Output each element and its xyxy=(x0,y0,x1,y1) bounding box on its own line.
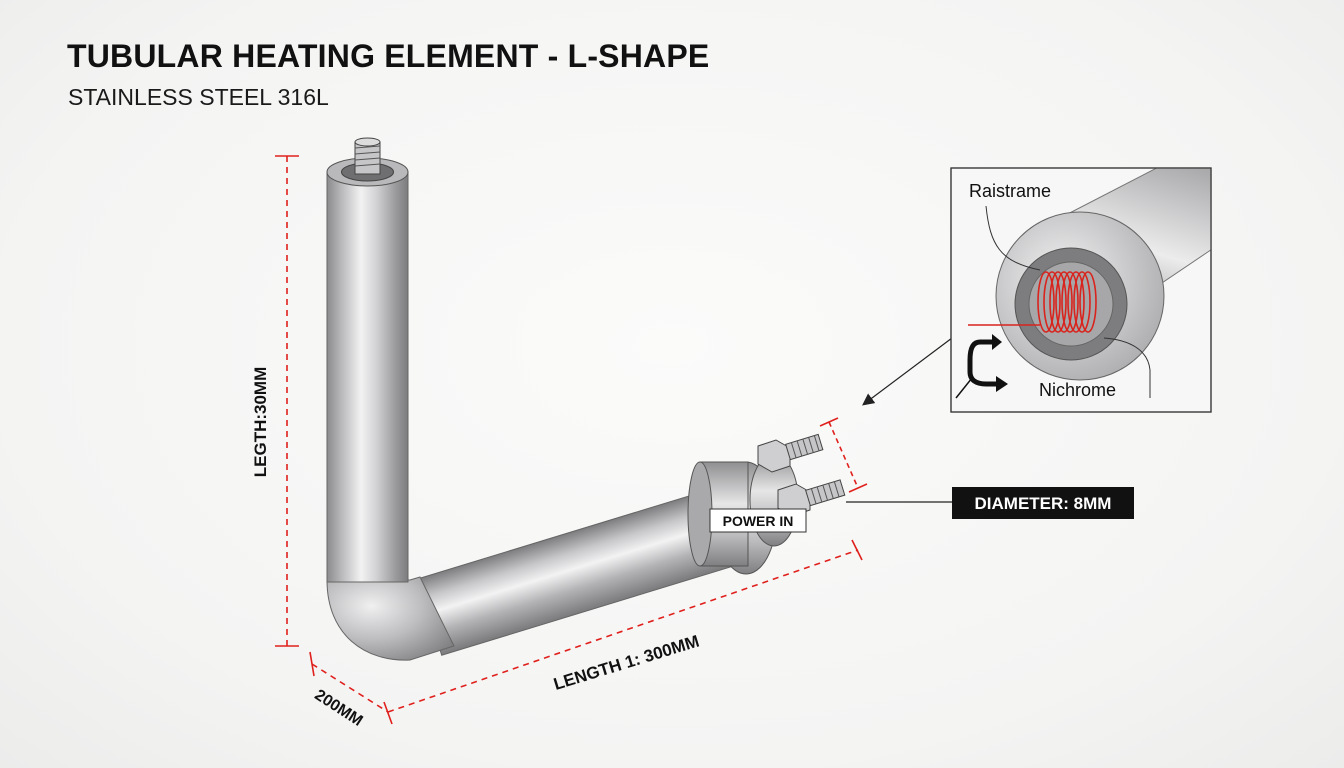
inset-coil-label: Nichrome xyxy=(1039,380,1116,400)
terminal-flange xyxy=(687,439,811,575)
vertical-dimension-line xyxy=(275,155,299,647)
inset-outer-label: Raistrame xyxy=(969,181,1051,201)
cross-section-inset: Raistrame Nichrome xyxy=(950,167,1212,413)
offset-dimension-line xyxy=(309,651,393,725)
return-arrow-icon xyxy=(955,334,1008,399)
horizontal-dimension-line xyxy=(387,539,863,713)
offset-length-label: 200MM xyxy=(311,687,365,730)
tube-bend xyxy=(326,576,455,661)
diameter-dimension-line xyxy=(819,417,868,493)
inset-pointer-arrow xyxy=(862,337,953,406)
page-title: TUBULAR HEATING ELEMENT - L-SHAPE xyxy=(67,38,710,74)
diameter-callout-box xyxy=(952,487,1134,519)
diameter-callout-label: DIAMETER: 8MM xyxy=(975,494,1112,513)
nichrome-coil xyxy=(968,271,1097,333)
page-subtitle: STAINLESS STEEL 316L xyxy=(68,84,329,110)
power-in-label-box xyxy=(709,508,807,533)
terminal-studs xyxy=(785,433,846,507)
vertical-length-label: LEGTH:30MM xyxy=(251,367,270,478)
vertical-tube xyxy=(326,157,409,583)
horizontal-length-label: LENGTH 1: 300MM xyxy=(551,632,701,694)
top-terminal-stud xyxy=(354,137,381,175)
power-in-label: POWER IN xyxy=(723,513,794,529)
